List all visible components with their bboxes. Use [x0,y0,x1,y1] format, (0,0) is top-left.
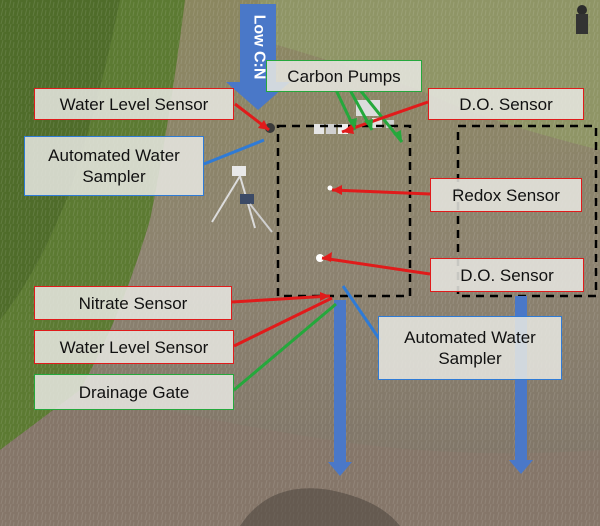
redox-sensor-label: Redox Sensor [430,178,582,212]
drainage-gate-label: Drainage Gate [34,374,234,410]
leader-arrowheads [258,118,402,301]
water-level-sensor-top-label: Water Level Sensor [34,88,234,120]
automated-water-sampler-left-label: Automated Water Sampler [24,136,204,196]
do-sensor-top-label: D.O. Sensor [428,88,584,120]
tree-shadow [240,488,400,526]
carbon-pumps-label: Carbon Pumps [266,60,422,92]
plot-box-left [276,124,412,298]
low-cn-text: Low C:N [250,14,267,80]
nitrate-sensor-label: Nitrate Sensor [34,286,232,320]
water-level-sensor-bottom-label: Water Level Sensor [34,330,234,364]
do-sensor-bottom-label: D.O. Sensor [430,258,584,292]
person [576,5,588,34]
automated-water-sampler-right-label: Automated Water Sampler [378,316,562,380]
